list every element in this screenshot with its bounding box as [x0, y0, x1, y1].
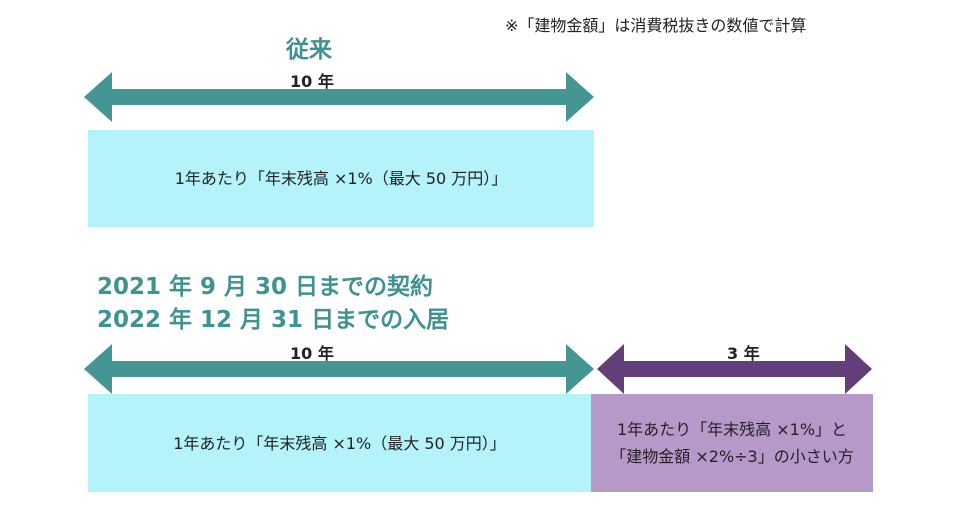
conventional-deduction-text: 1年あたり「年末残高 ×1%（最大 50 万円）」: [174, 169, 508, 188]
extra-period-arrow: [597, 344, 872, 394]
double-arrow-shape: [597, 344, 872, 394]
conventional-period-label: 10 年: [290, 72, 334, 91]
double-arrow-shape: [84, 72, 594, 122]
extra-period-label: 3 年: [727, 344, 760, 363]
contract-deadline-heading: 2021 年 9 月 30 日までの契約: [97, 274, 434, 300]
first-period-arrow: [84, 344, 594, 394]
conventional-heading: 従来: [286, 37, 332, 63]
extra-deduction-text-line1: 1年あたり「年末残高 ×1%」と: [616, 420, 848, 439]
double-arrow-shape: [84, 344, 594, 394]
extra-period-deduction-box: 1年あたり「年末残高 ×1%」と 「建物金額 ×2%÷3」の小さい方: [591, 394, 873, 492]
first-period-deduction-text: 1年あたり「年末残高 ×1%（最大 50 万円）」: [173, 433, 506, 453]
first-period-label: 10 年: [290, 344, 334, 363]
conventional-deduction-box: 1年あたり「年末残高 ×1%（最大 50 万円）」: [88, 130, 594, 227]
extra-deduction-text-line2: 「建物金額 ×2%÷3」の小さい方: [610, 447, 854, 466]
first-period-deduction-box: 1年あたり「年末残高 ×1%（最大 50 万円）」: [88, 394, 591, 492]
calculation-note: ※「建物金額」は消費税抜きの数値で計算: [505, 16, 807, 35]
conventional-period-arrow: [84, 72, 594, 122]
move-in-deadline-heading: 2022 年 12 月 31 日までの入居: [97, 307, 450, 333]
